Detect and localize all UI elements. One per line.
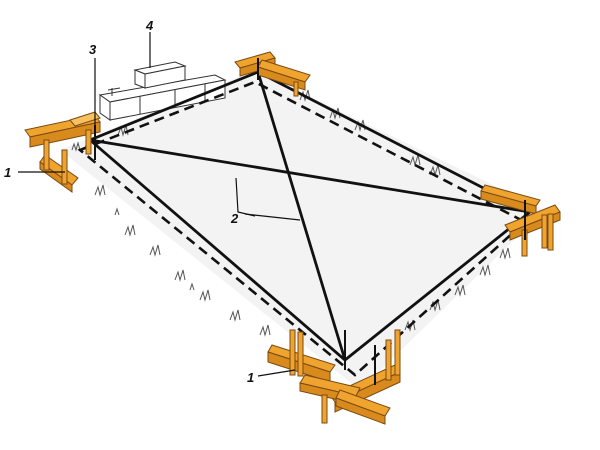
material-stack [98, 61, 227, 121]
site-ground-area [60, 70, 545, 390]
batter-board-left [24, 111, 101, 193]
leader-lines [18, 32, 301, 377]
foundation-outline-dashed [77, 80, 528, 377]
label-corner-stake: 3 [89, 42, 97, 57]
label-batter-board-left: 1 [4, 165, 11, 180]
diagonal-string-2 [256, 71, 347, 361]
batter-board-right [480, 184, 561, 257]
diagonal-string-1 [89, 138, 531, 214]
label-diagonal-strings: 2 [230, 211, 239, 226]
label-material-stack: 4 [145, 18, 154, 33]
label-batter-board-bottom: 1 [247, 370, 254, 385]
batter-board-bottom [267, 329, 401, 425]
